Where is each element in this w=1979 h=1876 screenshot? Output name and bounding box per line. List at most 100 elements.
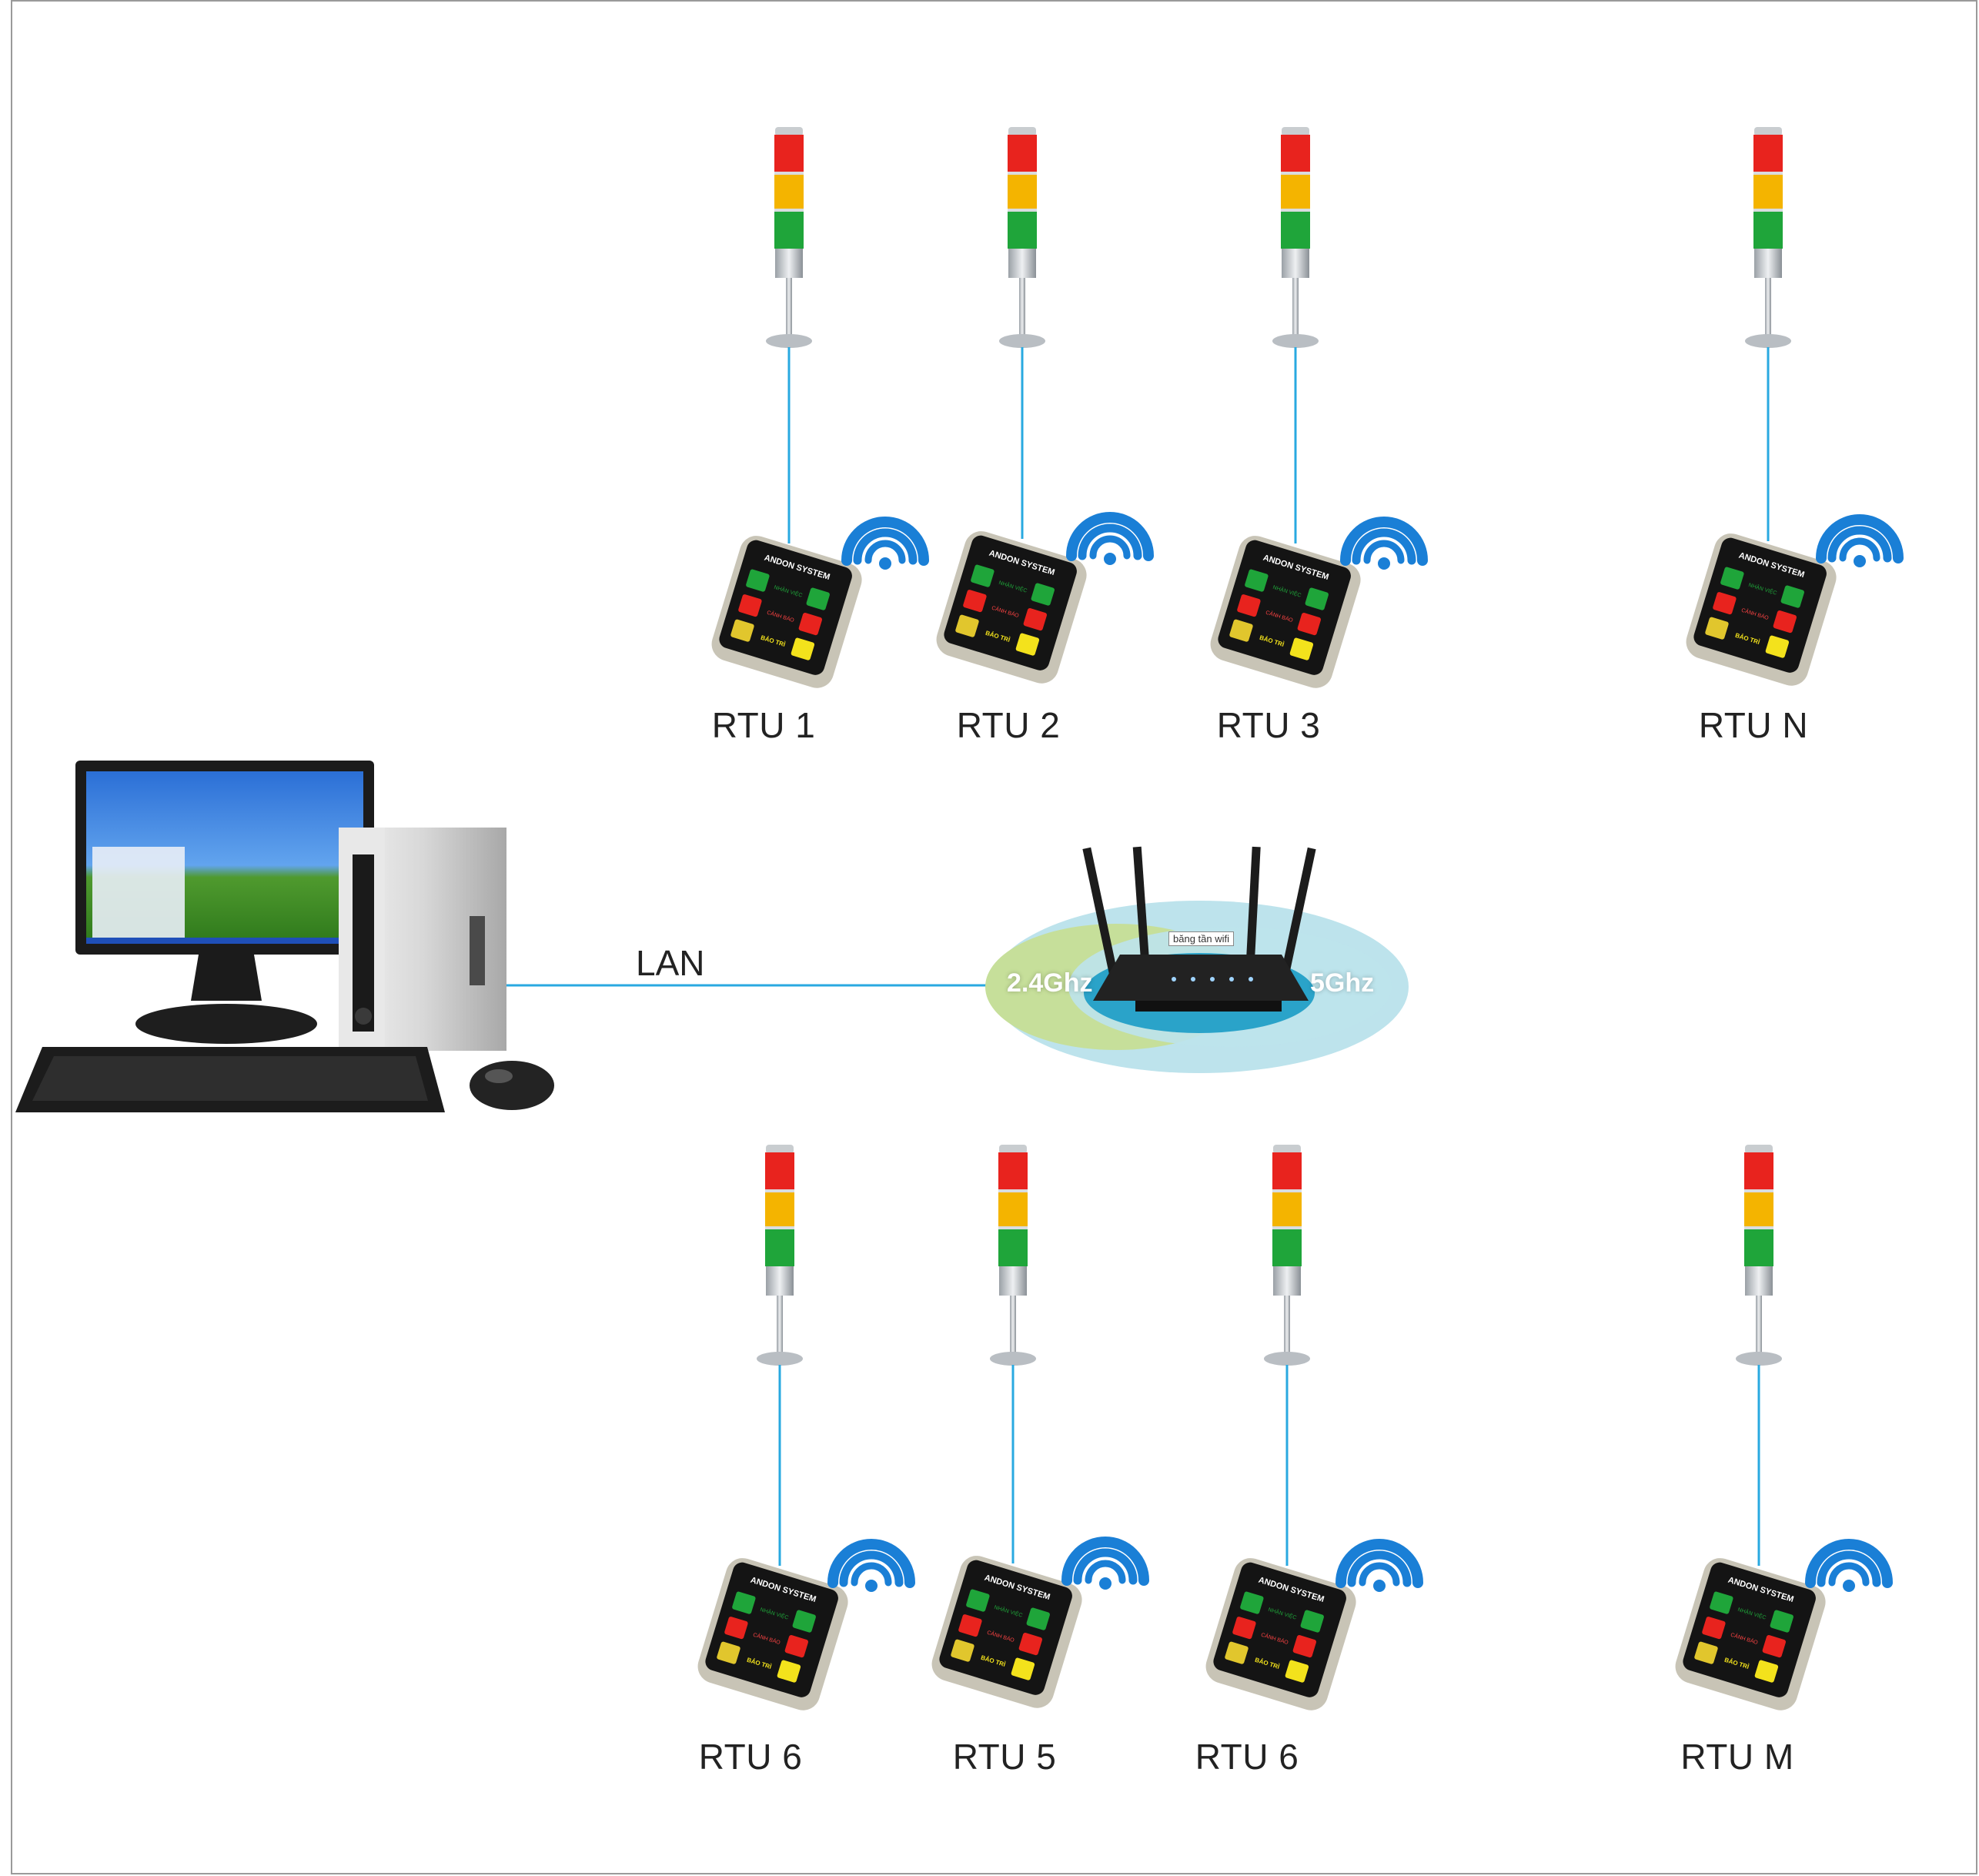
rtu-button [1031,583,1055,606]
rtu-button [1773,610,1797,634]
signal-tower-light [757,1145,803,1366]
rtu-button [1713,592,1737,615]
keyboard-keys [32,1056,428,1101]
rtu-label: RTU 6 [698,1737,803,1777]
router-antenna [1132,846,1151,978]
tower-lamp-green [1753,212,1783,249]
signal-tower-light [1264,1145,1310,1366]
rtu-button [798,613,823,636]
rtu-label: RTU 3 [1216,705,1321,745]
tower-pole [1010,1296,1016,1353]
wifi-icon [827,1539,915,1592]
wifi-icon [1340,517,1428,570]
rtu-button [1720,567,1744,590]
computer [15,761,554,1112]
mouse [470,1061,554,1110]
tower-lamp-green [765,1229,794,1266]
rtu-button [966,1589,990,1612]
rtu-button [717,1641,740,1664]
rtu-button [1754,1660,1779,1683]
tower-foot [990,1352,1036,1366]
rtu-button [1232,1617,1256,1640]
tower-cap [1745,1145,1773,1154]
tower-base-unit [1754,249,1782,278]
taskbar [86,938,363,944]
rtu-button [1705,617,1729,640]
start-menu [92,847,185,938]
tower-lamp-green [1281,212,1310,249]
tower-lamp-yellow [1744,1192,1773,1226]
rtu-button [1762,1635,1787,1658]
tower-lamp-red [1281,135,1310,172]
wifi-dot [879,557,891,570]
wifi-dot [865,1580,878,1592]
rtu-label: RTU 6 [1195,1737,1299,1777]
rtu-button [1245,569,1269,592]
wifi-icon [1816,514,1904,567]
rtu-button [730,619,754,642]
router-antenna [1082,847,1121,988]
wifi-icon [1805,1539,1893,1592]
tower-cap [1008,127,1036,136]
tower-lamp-red [774,135,804,172]
rtu-button [777,1660,801,1683]
router-leds [1172,977,1253,981]
rtu-label: RTU 5 [952,1737,1057,1777]
tower-lamp-green [1744,1229,1773,1266]
rtu-button [724,1617,748,1640]
tower-cap [775,127,803,136]
rtu-button [806,587,830,610]
tower-lamp-yellow [1272,1192,1302,1226]
tower-lamp-red [1744,1152,1773,1189]
wifi-icon [841,517,929,570]
tower-pole [777,1296,783,1353]
tower-lamp-yellow [774,175,804,209]
tower-cap [766,1145,794,1154]
rtu-button [791,637,815,660]
rtu-button [784,1635,809,1658]
tower-lamp-yellow [765,1192,794,1226]
rtu-button [951,1639,974,1662]
rtu-button [971,564,995,587]
tower-lamp-green [998,1229,1028,1266]
rtu-button [1702,1617,1726,1640]
rtu-button [1765,635,1790,658]
rtu-label: RTU N [1698,705,1809,745]
tower-base-unit [1282,249,1309,278]
tower-foot [766,334,812,348]
rtu-button [1240,1591,1264,1614]
wifi-icon [1061,1537,1149,1590]
tower-lamp-yellow [1008,175,1037,209]
tower-pole [1019,278,1025,336]
tower-lamp-green [1008,212,1037,249]
wifi-dot [1104,553,1116,565]
tower-pole [1284,1296,1290,1353]
rtu-button [746,569,770,592]
tower-pole [1292,278,1299,336]
rtu-button [1026,1607,1050,1630]
rtu-button [1011,1657,1035,1680]
tower-lamp-yellow [998,1192,1028,1226]
signal-tower-light [766,127,812,348]
wifi-icon [1335,1539,1423,1592]
power-button [355,1008,372,1025]
tower-foot [1272,334,1319,348]
wifi-router [1082,846,1316,1012]
monitor-foot [135,1004,317,1044]
rtu-label: RTU M [1680,1737,1794,1777]
rtu-button [955,614,979,637]
rtu-button [1018,1633,1043,1656]
tower-pole [786,278,792,336]
band-24ghz-label: 2.4Ghz [1007,968,1093,998]
tower-base-unit [1745,1266,1773,1296]
rtu-button [1297,613,1322,636]
rtu-button [1710,1591,1733,1614]
tower-base-unit [999,1266,1027,1296]
